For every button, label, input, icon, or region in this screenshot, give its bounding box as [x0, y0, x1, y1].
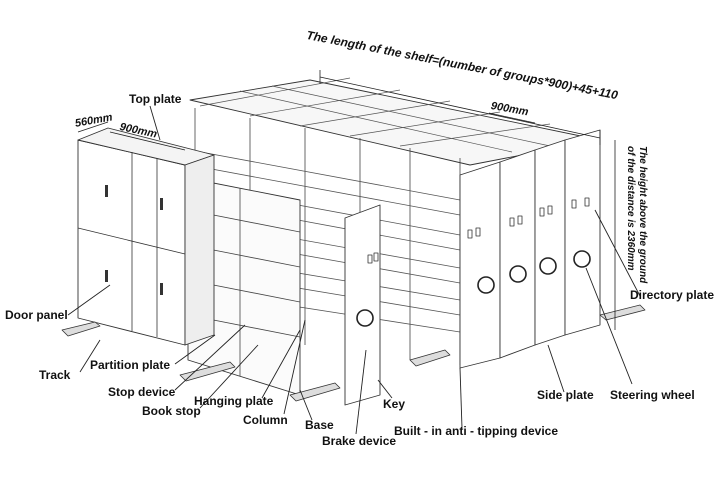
leader-lines — [67, 105, 641, 435]
height-dimension-line1: The height above the ground — [637, 146, 648, 284]
cabinet-handles — [105, 185, 163, 295]
directory-plates — [367, 197, 590, 264]
label-partition-plate: Partition plate — [90, 358, 171, 372]
label-brake-device: Brake device — [322, 434, 397, 448]
dimension-lines — [77, 70, 616, 330]
label-door-panel: Door panel — [5, 308, 68, 322]
tracks — [61, 304, 646, 402]
side-panel-2 — [499, 149, 536, 359]
side-panel-1 — [459, 161, 501, 369]
top-plate-grid — [199, 77, 551, 153]
side-panel-3 — [534, 139, 566, 346]
label-side-plate: Side plate — [537, 388, 594, 402]
label-hanging-plate: Hanging plate — [194, 394, 274, 408]
label-base: Base — [305, 418, 334, 432]
height-dimension-line2: of the distance is 2360mm — [625, 146, 636, 271]
steering-wheels — [356, 250, 591, 327]
label-column: Column — [243, 413, 288, 427]
side-panel-4 — [564, 129, 601, 336]
label-directory-plate: Directory plate — [630, 288, 715, 302]
middle-side-panel — [344, 204, 381, 406]
cabinet-side — [184, 154, 215, 346]
label-steering-wheel: Steering wheel — [610, 388, 695, 402]
label-key: Key — [383, 397, 406, 411]
label-book-stop: Book stop — [142, 404, 201, 418]
label-track: Track — [39, 368, 71, 382]
label-anti-tipping-device: Built - in anti - tipping device — [394, 424, 558, 438]
label-top-plate: Top plate — [129, 92, 182, 106]
cabinet-front — [77, 139, 186, 346]
label-stop-device: Stop device — [108, 385, 176, 399]
